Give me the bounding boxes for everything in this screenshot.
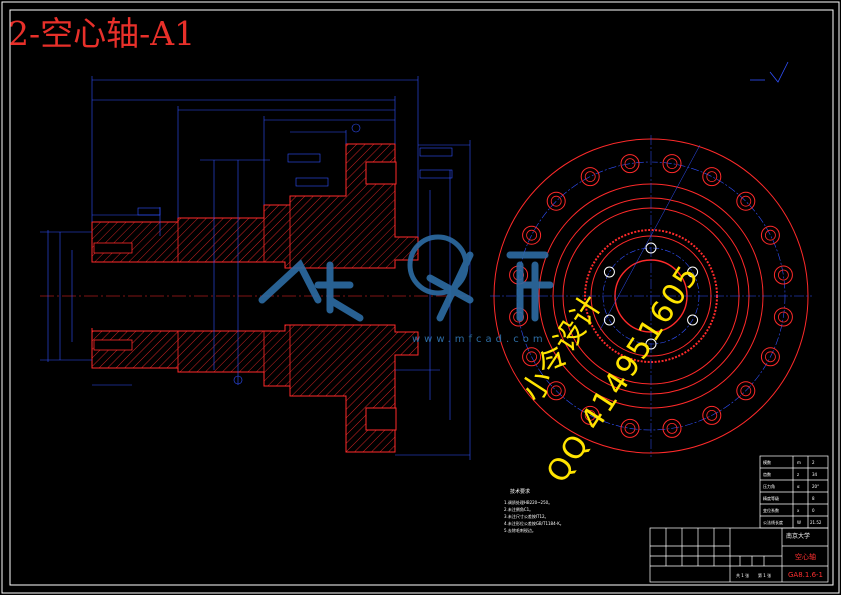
bolt-hole (546, 381, 566, 401)
bolt-hole-inner (624, 158, 636, 170)
bolt-hole (773, 307, 793, 327)
bolt-hole (522, 225, 542, 245)
bolt-hole (580, 167, 600, 187)
bolt-hole-inner (740, 195, 752, 207)
param-symbol: x (797, 508, 800, 513)
threaded-hole (603, 266, 615, 278)
bolt-hole-inner (706, 409, 718, 421)
param-value: 0 (812, 508, 815, 513)
param-value: 2 (812, 460, 815, 465)
notes-item: 2.未注倒角C1。 (504, 507, 534, 512)
bolt-hole-inner (526, 351, 537, 363)
flange-inner-holes (603, 242, 699, 350)
notes-heading: 技术要求 (510, 489, 531, 495)
title-block-sheet-count: 共 1 张 (736, 573, 750, 578)
threaded-hole (687, 266, 699, 278)
threaded-hole (645, 338, 657, 350)
watermark-logo (258, 234, 554, 322)
bolt-hole (736, 191, 756, 211)
bolt-hole (620, 154, 640, 174)
param-value: 34 (812, 472, 818, 477)
watermark-url: www.mfcad.com (412, 334, 547, 345)
shaft-section-view (40, 143, 470, 453)
bolt-hole (760, 225, 780, 245)
bolt-hole (662, 418, 682, 438)
notes-item: 3.未注尺寸公差按IT12。 (504, 514, 549, 519)
notes-item: 5.去除毛刺锐边。 (504, 528, 536, 533)
bolt-hole (760, 347, 780, 367)
param-value: 8 (812, 496, 815, 501)
shaft-section-lower (91, 324, 419, 453)
bolt-hole-inner (765, 229, 776, 241)
param-name: 齿数 (763, 472, 771, 477)
param-name: 变位系数 (763, 508, 779, 513)
param-value: 21.52 (810, 520, 822, 525)
drawing-title: 2-空心轴-A1 (8, 14, 196, 53)
parameter-table (759, 455, 829, 529)
threaded-hole (687, 314, 699, 326)
bolt-hole-inner (778, 269, 789, 281)
title-block (649, 527, 829, 583)
threaded-hole (603, 314, 615, 326)
param-symbol: W (797, 520, 801, 525)
bolt-hole (546, 191, 566, 211)
title-block-part-name: 空心轴 (795, 553, 816, 561)
bolt-hole-inner (550, 195, 562, 207)
param-symbol: m (797, 460, 801, 465)
bolt-hole-inner (778, 311, 789, 323)
bolt-hole (580, 405, 600, 425)
flange-end-view (490, 135, 812, 457)
bolt-hole (662, 154, 682, 174)
bolt-hole (702, 405, 722, 425)
title-block-sheet-number: 第 1 张 (758, 573, 772, 578)
bolt-hole (620, 418, 640, 438)
bolt-hole-inner (584, 171, 596, 183)
notes-item: 1.调质处理HB220~250。 (504, 500, 553, 505)
bolt-hole-inner (624, 422, 636, 434)
bolt-hole-inner (765, 351, 776, 363)
bolt-hole-inner (740, 385, 752, 397)
notes-item: 4.未注形位公差按GB/T1184-K。 (504, 521, 564, 526)
inner-frame (9, 9, 834, 586)
shaft-dimensions (40, 76, 471, 460)
bolt-hole-inner (584, 409, 596, 421)
bolt-hole-inner (666, 422, 678, 434)
param-name: 公法线长度 (763, 520, 783, 525)
surface-finish-symbol (750, 61, 789, 83)
bolt-hole-inner (550, 385, 562, 397)
param-symbol: z (797, 472, 800, 477)
title-block-school: 南京大学 (786, 533, 811, 540)
param-name: 模数 (763, 460, 771, 465)
bolt-hole (522, 347, 542, 367)
bolt-hole-inner (706, 171, 718, 183)
bolt-hole (702, 167, 722, 187)
bolt-hole-inner (526, 229, 537, 241)
threaded-hole (645, 242, 657, 254)
param-symbol: α (797, 484, 800, 489)
bolt-hole (736, 381, 756, 401)
bolt-hole-inner (666, 158, 678, 170)
param-name: 精度等级 (763, 496, 779, 501)
param-value: 20° (812, 484, 820, 489)
bolt-hole (773, 265, 793, 285)
title-block-drawing-no: GA8.1.6-1 (788, 571, 824, 579)
param-name: 压力角 (763, 484, 775, 489)
